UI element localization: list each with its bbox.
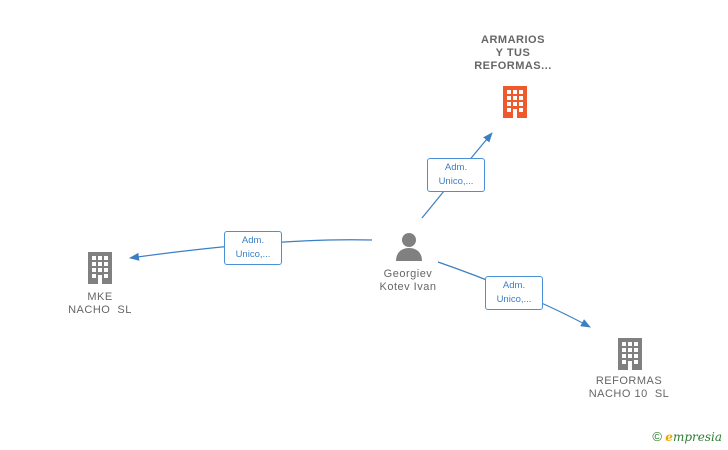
edge-label-line: Unico,... (438, 176, 474, 187)
node-label-reformas[interactable]: REFORMAS NACHO 10 SL (570, 375, 688, 401)
building-icon[interactable] (85, 250, 115, 284)
building-icon[interactable] (615, 336, 645, 370)
node-label-line: ARMARIOS (481, 34, 545, 46)
person-icon[interactable] (394, 231, 424, 261)
edge-label-line: Adm. (502, 280, 526, 291)
building-icon[interactable] (500, 84, 530, 118)
edge-label-line: Unico,... (496, 294, 532, 305)
node-label-line: MKE (87, 291, 113, 303)
node-label-person[interactable]: Georgiev Kotev Ivan (358, 268, 458, 294)
node-label-line: Kotev Ivan (379, 281, 437, 293)
node-label-mke[interactable]: MKE NACHO SL (48, 291, 152, 317)
edge-label-mke[interactable]: Adm. Unico,... (224, 231, 282, 265)
edge-label-armarios[interactable]: Adm. Unico,... (427, 158, 485, 192)
brand-initial: e (665, 430, 673, 444)
brand-watermark: © empresia (652, 429, 722, 444)
brand-name: mpresia (672, 430, 722, 444)
edge-label-line: Unico,... (235, 249, 271, 260)
node-label-line: REFORMAS (595, 375, 663, 387)
node-label-line: NACHO 10 SL (588, 388, 670, 400)
copyright-symbol: © (652, 429, 662, 444)
node-label-line: NACHO SL (68, 304, 132, 316)
edge-label-reformas[interactable]: Adm. Unico,... (485, 276, 543, 310)
edge-label-line: Adm. (241, 235, 265, 246)
edge-label-line: Adm. (444, 162, 468, 173)
node-label-line: REFORMAS... (474, 60, 552, 72)
node-label-line: Georgiev (383, 268, 433, 280)
node-label-armarios[interactable]: ARMARIOS Y TUS REFORMAS... (458, 34, 568, 73)
node-label-line: Y TUS (495, 47, 531, 59)
